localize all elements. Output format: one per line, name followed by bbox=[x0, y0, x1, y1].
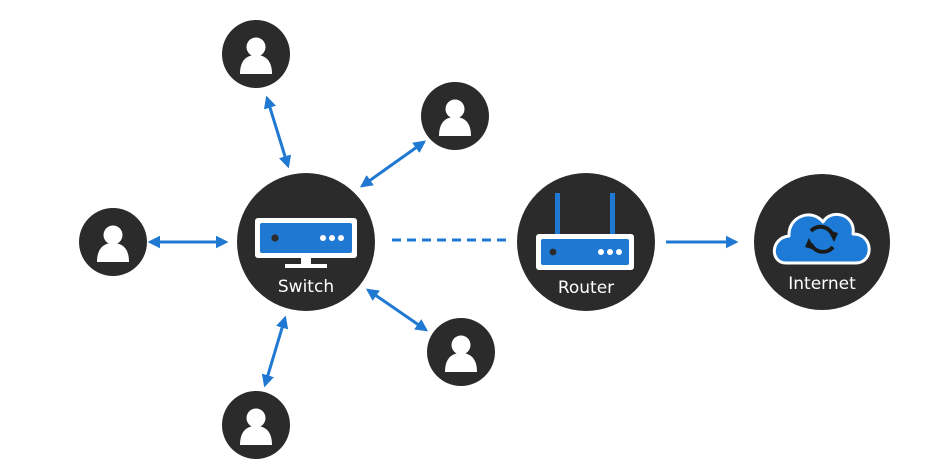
user-node-lower-right bbox=[427, 318, 495, 386]
switch-label: Switch bbox=[278, 277, 334, 297]
router-label: Router bbox=[558, 278, 614, 298]
user-node-upper-right bbox=[421, 82, 489, 150]
user-node-bottom bbox=[222, 391, 290, 459]
internet-node: Internet bbox=[754, 174, 890, 310]
link-user-top-switch bbox=[263, 95, 292, 169]
internet-label: Internet bbox=[788, 274, 856, 294]
link-user-lower-right-switch bbox=[365, 288, 429, 332]
router-node: Router bbox=[517, 173, 655, 311]
user-node-top bbox=[222, 20, 290, 88]
cloud-sync-icon bbox=[772, 212, 871, 265]
switch-node: Switch bbox=[237, 173, 375, 311]
user-node-left bbox=[79, 208, 147, 276]
router-device-icon bbox=[536, 193, 634, 270]
connectors bbox=[147, 95, 739, 388]
link-user-bottom-switch bbox=[261, 315, 289, 388]
link-user-upper-right-switch bbox=[359, 140, 427, 188]
switch-device-icon bbox=[255, 218, 357, 268]
